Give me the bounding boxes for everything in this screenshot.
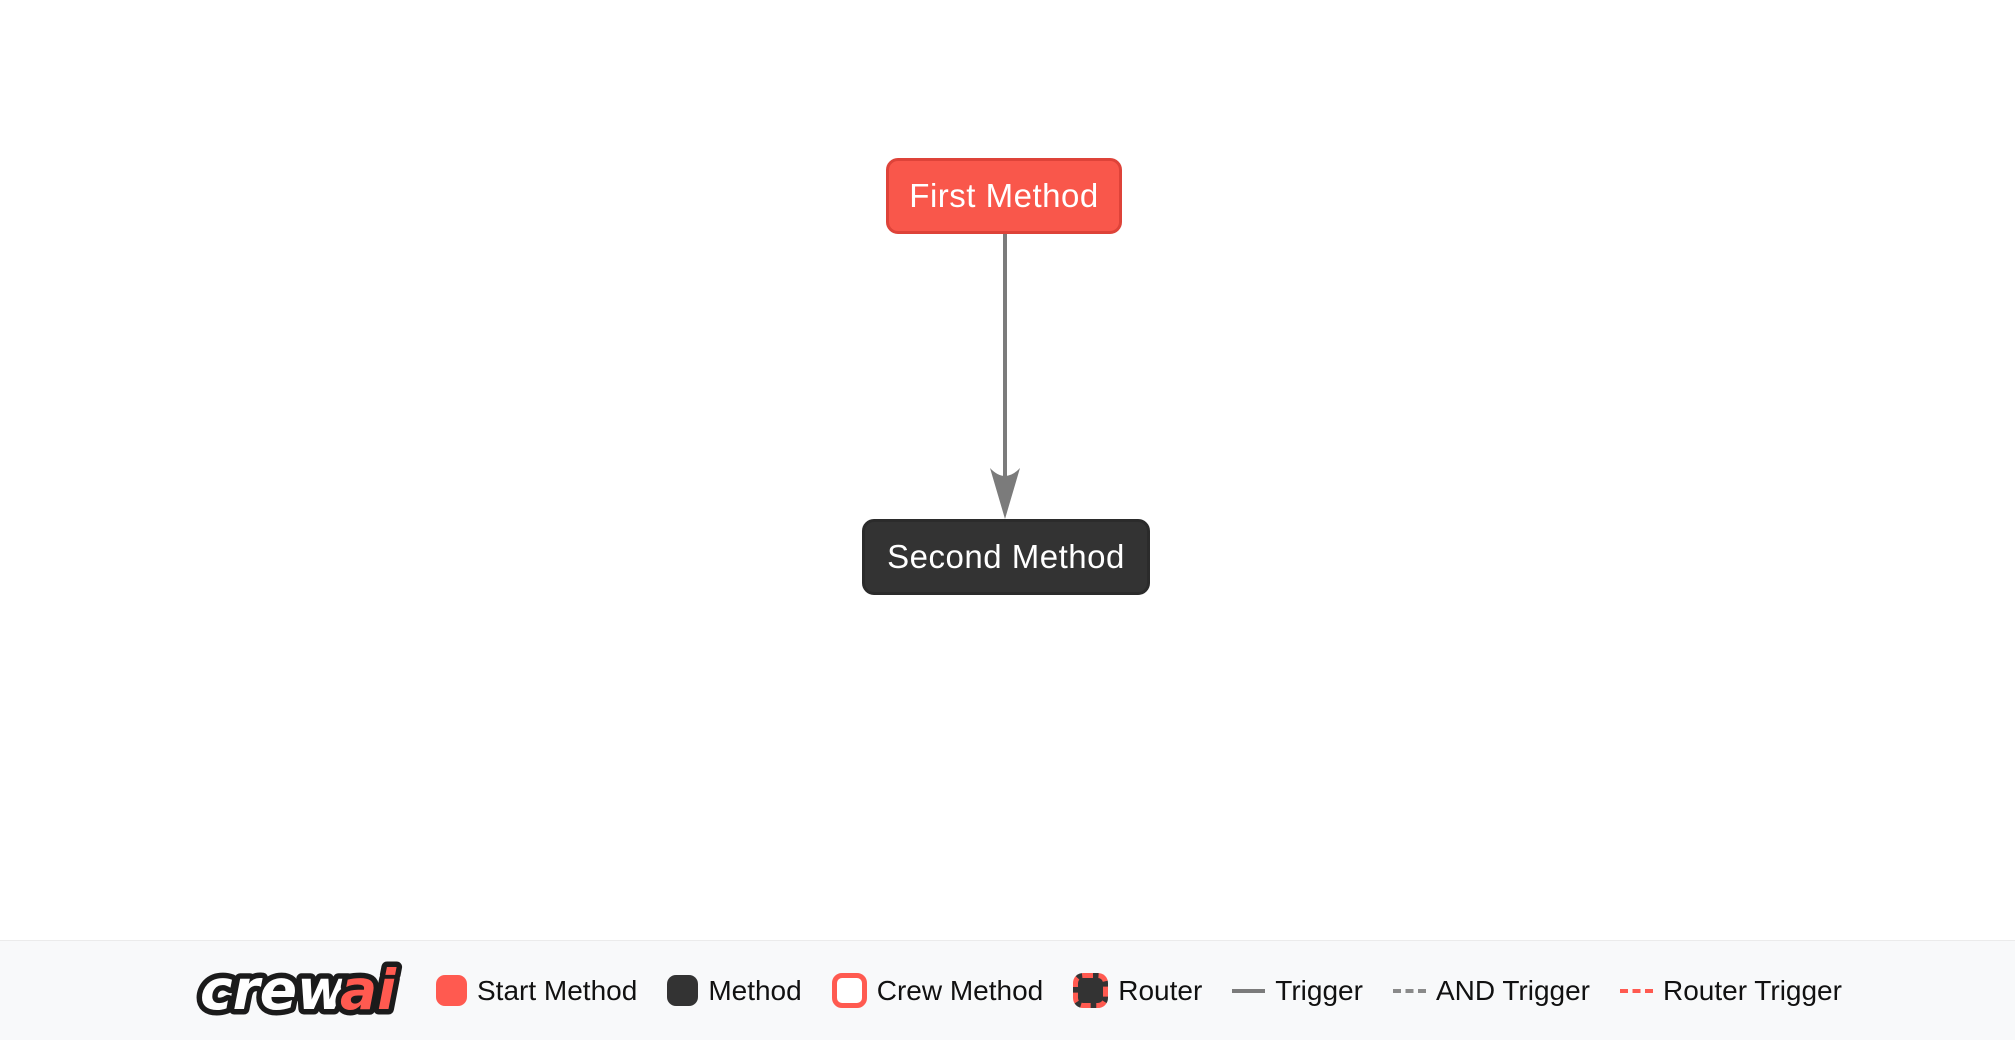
legend-item-trigger: Trigger — [1232, 975, 1363, 1007]
crewai-logo: crew ai — [195, 952, 403, 1027]
legend-label: Crew Method — [876, 974, 1044, 1006]
node-label: First Method — [909, 177, 1099, 214]
legend-label: Method — [708, 974, 802, 1006]
legend-label: Trigger — [1275, 974, 1363, 1006]
legend-item-router: Router — [1073, 973, 1202, 1008]
node-label: Second Method — [887, 538, 1125, 575]
method-swatch-icon — [667, 975, 699, 1006]
legend-label: Start Method — [477, 974, 638, 1006]
crew-method-swatch-icon — [831, 973, 867, 1008]
and-trigger-line-icon — [1392, 988, 1426, 993]
trigger-line-icon — [1232, 988, 1266, 993]
flow-node-first-method[interactable]: First Method — [886, 158, 1122, 234]
legend-label: Router — [1118, 974, 1203, 1006]
arrowhead-icon — [990, 468, 1020, 519]
logo-text-ai: ai — [340, 958, 397, 1022]
legend-item-router-trigger: Router Trigger — [1619, 974, 1842, 1007]
legend-item-start-method: Start Method — [436, 975, 637, 1007]
router-trigger-line-icon — [1619, 988, 1653, 993]
legend-bar: crew ai Start Method Method Crew Method … — [0, 940, 2015, 1040]
router-swatch-icon — [1073, 973, 1109, 1008]
logo-text-crew: crew — [200, 958, 348, 1022]
legend-label: AND Trigger — [1435, 974, 1590, 1006]
legend-label: Router Trigger — [1662, 974, 1842, 1006]
legend-item-crew-method: Crew Method — [831, 973, 1044, 1008]
legend-item-method: Method — [667, 974, 802, 1007]
legend-item-and-trigger: AND Trigger — [1392, 974, 1590, 1007]
flow-node-second-method[interactable]: Second Method — [862, 519, 1150, 595]
start-method-swatch-icon — [436, 975, 467, 1006]
